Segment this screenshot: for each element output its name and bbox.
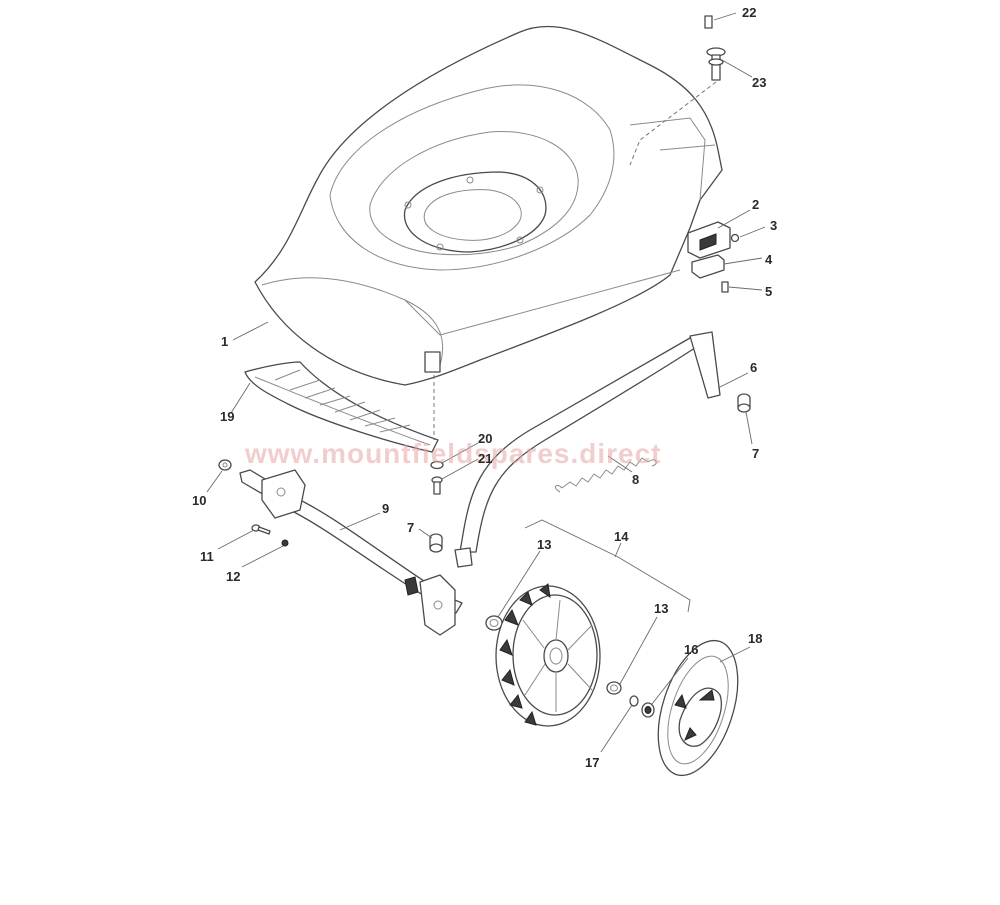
callout-10: 10 (192, 493, 206, 508)
collar-part-7-left[interactable] (429, 533, 443, 553)
callout-1: 1 (221, 334, 228, 349)
callout-labels: 1 2 3 4 5 6 7 7 8 9 10 11 12 13 13 14 16… (192, 5, 777, 770)
nut-part-16[interactable] (641, 702, 655, 718)
bearing-part-13-right[interactable] (606, 681, 622, 695)
rear-axle-part[interactable] (454, 331, 721, 568)
callout-11: 11 (200, 549, 214, 564)
callout-13-left: 13 (537, 537, 551, 552)
callout-20: 20 (478, 431, 492, 446)
callout-18: 18 (748, 631, 762, 646)
watermark-text: www.mountfieldspares.direct (244, 438, 661, 469)
bolt-part-23[interactable] (706, 47, 726, 81)
callout-23: 23 (752, 75, 766, 90)
washer-part-17[interactable] (629, 695, 639, 707)
callout-6: 6 (750, 360, 757, 375)
nut-part-10[interactable] (218, 459, 232, 471)
bracket-part-2[interactable] (687, 221, 731, 259)
callout-19: 19 (220, 409, 234, 424)
spring-part[interactable] (555, 457, 657, 493)
screw-part-5[interactable] (721, 281, 729, 293)
callout-7-right: 7 (752, 446, 759, 461)
callout-4: 4 (765, 252, 773, 267)
wheel-part[interactable] (495, 583, 601, 727)
leader-lines (206, 12, 766, 753)
callout-17: 17 (585, 755, 599, 770)
bracket-part-4[interactable] (691, 254, 725, 279)
callout-22: 22 (742, 5, 756, 20)
callout-8: 8 (632, 472, 639, 487)
washer-part-20[interactable] (430, 460, 444, 470)
washer-part-12[interactable] (281, 539, 289, 547)
pin-part-22[interactable] (704, 15, 713, 29)
callout-3: 3 (770, 218, 777, 233)
bolt-part-11[interactable] (251, 524, 271, 535)
callout-14: 14 (614, 529, 629, 544)
callout-21: 21 (478, 451, 492, 466)
front-deflector-part[interactable] (244, 361, 439, 453)
callout-16: 16 (684, 642, 698, 657)
callout-2: 2 (752, 197, 759, 212)
callout-12: 12 (226, 569, 240, 584)
front-axle-part[interactable] (239, 469, 463, 636)
screw-part-3[interactable] (730, 233, 740, 243)
hub-cap-part[interactable] (643, 631, 753, 786)
callout-13-right: 13 (654, 601, 668, 616)
mower-deck-part[interactable] (254, 25, 723, 386)
callout-7-left: 7 (407, 520, 414, 535)
callout-5: 5 (765, 284, 772, 299)
bolt-part-21[interactable] (431, 476, 443, 495)
collar-part-7-right[interactable] (737, 393, 751, 413)
callout-9: 9 (382, 501, 389, 516)
